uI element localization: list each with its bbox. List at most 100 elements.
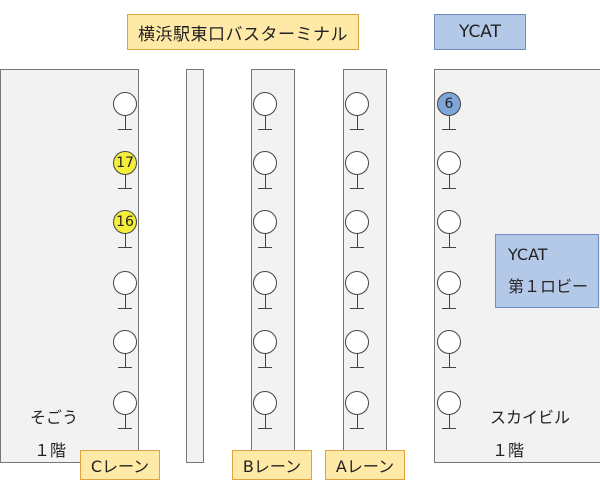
ycat-bus-stop-pole: 6: [435, 92, 465, 140]
bus-stop-pole-base: [442, 188, 456, 189]
bus-stop-icon: [253, 391, 277, 415]
b-lane-label: Bレーン: [232, 450, 312, 480]
bus-stop-pole-base: [118, 308, 132, 309]
bus-stop-pole-base: [118, 247, 132, 248]
bus-stop-pole-base: [118, 367, 132, 368]
bus-stop-pole-base: [258, 188, 272, 189]
bus-stop-pole-stem: [124, 234, 126, 247]
bus-stop-icon: [253, 330, 277, 354]
bus-stop-pole-base: [118, 188, 132, 189]
bus-stop-pole-base: [118, 129, 132, 130]
ycat-lobby-box: YCAT 第１ロビー: [495, 234, 599, 308]
bus-stop-pole-stem: [264, 415, 266, 428]
a-lane-label: Aレーン: [325, 450, 405, 480]
bus-stop-icon: [253, 210, 277, 234]
bus-stop-pole-stem: [264, 175, 266, 188]
terminal-title-text: 横浜駅東口バスターミナル: [138, 24, 348, 45]
bus-stop-pole-stem: [356, 116, 358, 129]
bus-stop-pole-stem: [356, 234, 358, 247]
ycat-title: YCAT: [434, 14, 526, 50]
bus-stop-pole-stem: [264, 234, 266, 247]
bus-stop-pole-stem: [264, 354, 266, 367]
bus-stop-icon: [437, 271, 461, 295]
bus-stop-pole-stem: [264, 116, 266, 129]
b-lane-label-text: Bレーン: [242, 457, 302, 476]
divider-platform: [186, 69, 204, 463]
bus-stop-pole-base: [258, 247, 272, 248]
bus-stop-pole-base: [258, 308, 272, 309]
bus-stop-pole-stem: [124, 415, 126, 428]
ycat-bus-stop-pole: [435, 271, 465, 319]
bus-stop-pole-base: [350, 129, 364, 130]
bus-stop-pole-base: [350, 188, 364, 189]
ycat-title-text: YCAT: [458, 22, 502, 42]
ycat-bus-stop-pole: [435, 391, 465, 439]
bus-stop-pole-base: [258, 367, 272, 368]
bus-stop-icon: [253, 271, 277, 295]
bus-stop-icon: [345, 92, 369, 116]
bus-stop-icon: [113, 330, 137, 354]
bus-stop-pole-base: [350, 428, 364, 429]
bus-stop-pole-stem: [124, 116, 126, 129]
bus-stop-number-badge: 16: [113, 210, 137, 234]
c-lane-bus-stop-pole: 17: [111, 151, 141, 199]
c-lane-bus-stop-pole: [111, 391, 141, 439]
bus-stop-icon: [113, 391, 137, 415]
ycat-lobby-line2: 第１ロビー: [508, 277, 589, 296]
bus-stop-pole-stem: [448, 234, 450, 247]
bus-stop-pole-stem: [448, 295, 450, 308]
bus-stop-pole-base: [350, 308, 364, 309]
b-lane-bus-stop-pole: [251, 92, 281, 140]
bus-stop-pole-base: [350, 367, 364, 368]
bus-stop-pole-base: [258, 129, 272, 130]
bus-stop-icon: [345, 330, 369, 354]
bus-stop-pole-stem: [356, 354, 358, 367]
bus-stop-pole-stem: [356, 295, 358, 308]
ycat-lobby-line1: YCAT: [508, 245, 548, 264]
sogo-label: そごう: [30, 408, 79, 427]
bus-stop-pole-base: [118, 428, 132, 429]
sogo-floor-label: １階: [34, 441, 67, 460]
bus-stop-icon: [253, 151, 277, 175]
bus-stop-pole-stem: [448, 415, 450, 428]
bus-stop-pole-base: [442, 247, 456, 248]
bus-stop-icon: [437, 210, 461, 234]
skybuilding-floor-label: １階: [492, 441, 525, 460]
bus-stop-number-badge: 17: [113, 151, 137, 175]
a-lane-bus-stop-pole: [343, 151, 373, 199]
a-lane-bus-stop-pole: [343, 210, 373, 258]
a-lane-bus-stop-pole: [343, 271, 373, 319]
bus-stop-pole-base: [442, 308, 456, 309]
bus-stop-pole-stem: [124, 354, 126, 367]
skybuilding-label: スカイビル: [490, 408, 571, 427]
c-lane-bus-stop-pole: 16: [111, 210, 141, 258]
b-lane-bus-stop-pole: [251, 330, 281, 378]
bus-stop-icon: [113, 92, 137, 116]
bus-stop-pole-base: [442, 367, 456, 368]
bus-stop-pole-stem: [264, 295, 266, 308]
c-lane-bus-stop-pole: [111, 330, 141, 378]
bus-stop-pole-base: [442, 129, 456, 130]
bus-stop-icon: [437, 391, 461, 415]
bus-stop-icon: [113, 271, 137, 295]
b-lane-bus-stop-pole: [251, 151, 281, 199]
a-lane-label-text: Aレーン: [335, 457, 395, 476]
bus-stop-pole-stem: [448, 116, 450, 129]
ycat-bus-stop-pole: [435, 210, 465, 258]
bus-stop-pole-stem: [124, 295, 126, 308]
c-lane-label-text: Cレーン: [90, 457, 150, 476]
a-lane-bus-stop-pole: [343, 330, 373, 378]
bus-stop-icon: [345, 391, 369, 415]
bus-stop-pole-base: [258, 428, 272, 429]
ycat-bus-stop-pole: [435, 330, 465, 378]
c-lane-bus-stop-pole: [111, 271, 141, 319]
bus-stop-pole-base: [442, 428, 456, 429]
bus-stop-pole-stem: [356, 415, 358, 428]
bus-stop-pole-base: [350, 247, 364, 248]
ycat-bus-stop-pole: [435, 151, 465, 199]
bus-stop-number-badge: 6: [437, 92, 461, 116]
c-lane-label: Cレーン: [80, 450, 160, 480]
b-lane-bus-stop-pole: [251, 271, 281, 319]
bus-stop-pole-stem: [448, 354, 450, 367]
bus-stop-icon: [345, 210, 369, 234]
